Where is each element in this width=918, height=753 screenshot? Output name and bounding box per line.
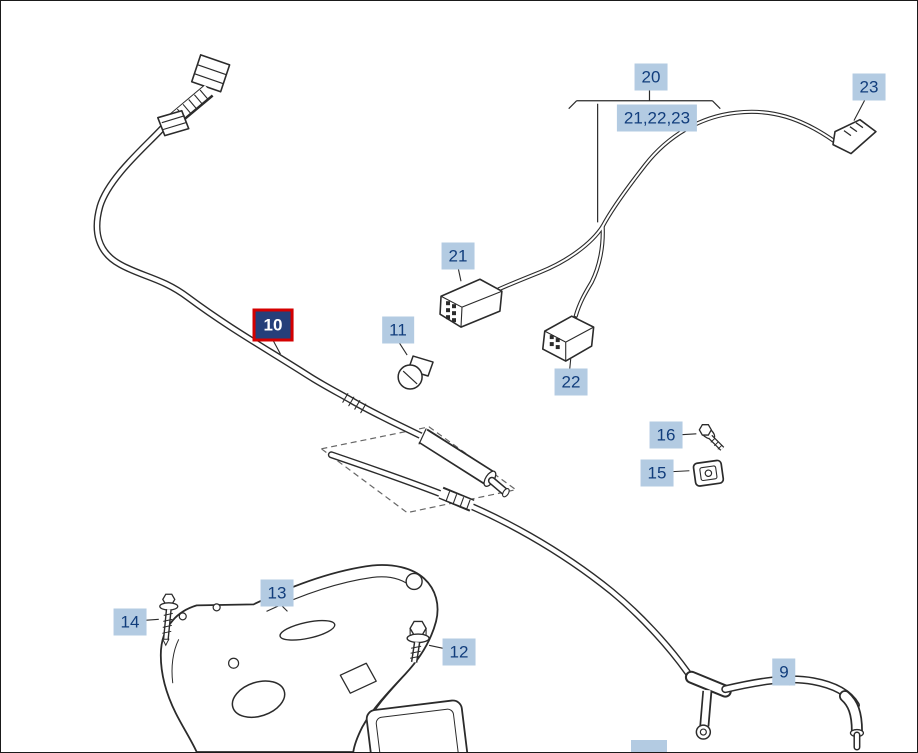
t-connector (684, 670, 732, 740)
fuel-pipe-10 (93, 123, 510, 498)
pipe-clip-11 (397, 355, 434, 390)
pipe-end-fitting (157, 54, 231, 137)
connector-21 (439, 278, 503, 328)
part-label-16[interactable]: 16 (649, 421, 683, 449)
connector-23 (832, 118, 877, 155)
screw-14 (159, 593, 179, 647)
part-label-group-21-22-23[interactable]: 21,22,23 (616, 104, 698, 132)
screw-16 (698, 424, 725, 451)
part-label-22[interactable]: 22 (554, 368, 588, 396)
wiring-harness-20 (496, 109, 838, 319)
group-bracket-20 (568, 89, 721, 223)
connector-22 (541, 315, 595, 362)
bolt-12 (406, 620, 430, 663)
module-box (365, 699, 470, 752)
clip-nut-15 (692, 459, 725, 487)
detail-dashed-box (319, 426, 518, 514)
part-label-9[interactable]: 9 (772, 658, 796, 686)
bracket-13 (159, 564, 439, 752)
lower-fuel-pipe (327, 451, 697, 684)
part-label-20[interactable]: 20 (634, 63, 668, 91)
part-label-13[interactable]: 13 (260, 579, 294, 607)
part-label-21[interactable]: 21 (441, 242, 475, 270)
part-label-23[interactable]: 23 (852, 73, 886, 101)
part-label-14[interactable]: 14 (113, 608, 147, 636)
part-label-15[interactable]: 15 (640, 459, 674, 487)
part-label-12[interactable]: 12 (442, 638, 476, 666)
part-label-partial[interactable] (631, 740, 667, 752)
leader-lines (144, 99, 866, 686)
part-label-10-highlighted[interactable]: 10 (252, 308, 294, 342)
part-label-11[interactable]: 11 (382, 316, 414, 344)
hose-9 (721, 675, 865, 751)
